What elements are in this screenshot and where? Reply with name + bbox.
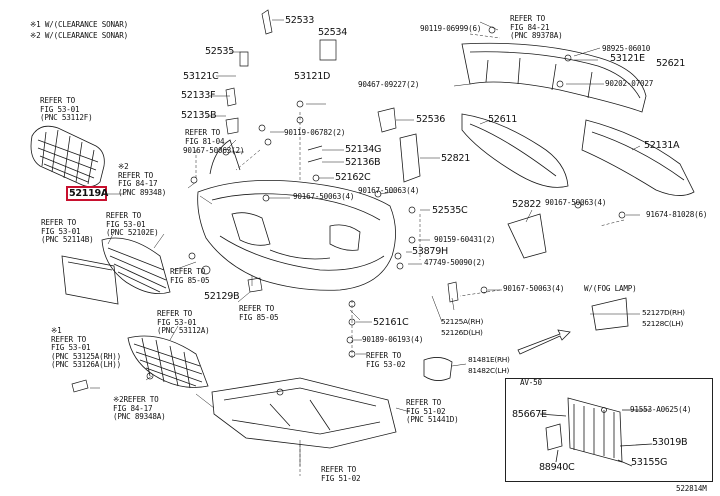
fasteners-drawing — [71, 9, 626, 396]
hw-90167-50063-4b[interactable]: 90167-50063(4) — [358, 186, 420, 195]
upper-grille-drawing — [30, 125, 105, 187]
highlight-box — [66, 186, 107, 201]
part-52126d[interactable]: 52126D(LH) — [441, 328, 483, 337]
part-53019b[interactable]: 53019B — [652, 437, 688, 448]
inset-drawing — [539, 397, 653, 467]
part-52535c[interactable]: 52535C — [432, 205, 468, 216]
hw-90202-07027[interactable]: 90202-07027 — [605, 79, 654, 88]
license-bracket-drawing — [61, 255, 119, 305]
part-81481e[interactable]: 81481E(RH) — [468, 355, 510, 364]
bumper-cover-drawing — [197, 139, 396, 291]
part-52133f[interactable]: 52133F — [181, 90, 216, 101]
fog-lamp-drawing — [423, 357, 453, 381]
part-52129b[interactable]: 52129B — [204, 291, 240, 302]
hw-47749-50090[interactable]: 47749-50090(2) — [424, 258, 486, 267]
part-52128c[interactable]: 52128C(LH) — [642, 319, 684, 328]
part-52127d[interactable]: 52127D(RH) — [642, 308, 685, 317]
engine-under-cover-drawing — [211, 377, 397, 449]
part-85667e[interactable]: 85667E — [512, 409, 547, 420]
hw-90167-50063-4a[interactable]: 90167-50063(4) — [293, 192, 355, 201]
part-88940c[interactable]: 88940C — [539, 462, 575, 473]
hw-90119-06782[interactable]: 90119-06782(2) — [284, 128, 346, 137]
fog-lamp-note: W/(FOG LAMP) — [584, 284, 637, 293]
part-53155g[interactable]: 53155G — [631, 457, 668, 468]
part-52621[interactable]: 52621 — [656, 58, 686, 69]
part-52611[interactable]: 52611 — [488, 114, 518, 125]
part-52131a[interactable]: 52131A — [644, 140, 680, 151]
dashed-leaders — [195, 33, 625, 476]
bracket-52821-drawing — [399, 133, 421, 183]
legend-note-2: ※2 W/(CLEARANCE SONAR) — [30, 31, 128, 40]
part-52533[interactable]: 52533 — [285, 15, 315, 26]
inset-frame — [505, 378, 713, 482]
part-52162c[interactable]: 52162C — [335, 172, 371, 183]
hw-90119-06999[interactable]: 90119-06999(6) — [420, 24, 482, 33]
hw-90159-60431[interactable]: 90159-60431(2) — [434, 235, 496, 244]
part-53121c[interactable]: 53121C — [183, 71, 219, 82]
hw-98925-06010[interactable]: 98925-06010 — [602, 44, 651, 53]
part-52536[interactable]: 52536 — [416, 114, 446, 125]
energy-absorber-drawing — [461, 42, 647, 113]
part-52119a[interactable]: 52119A — [69, 188, 109, 199]
bracket-52822-drawing — [507, 213, 547, 259]
part-52822[interactable]: 52822 — [512, 199, 542, 210]
part-52534[interactable]: 52534 — [318, 27, 348, 38]
part-52134g[interactable]: 52134G — [345, 144, 382, 155]
hw-90189-06193[interactable]: 90189-06193(4) — [362, 335, 424, 344]
part-53879h[interactable]: 53879H — [412, 246, 448, 257]
part-52535[interactable]: 52535 — [205, 46, 235, 57]
figure-id: 522814M — [676, 484, 707, 493]
part-81482c[interactable]: 81482C(LH) — [468, 366, 510, 375]
hw-90167-50063-4e[interactable]: 90167-50063(4) — [503, 284, 565, 293]
direction-arrow-drawing — [517, 329, 571, 355]
part-52821[interactable]: 52821 — [441, 153, 471, 164]
reinforcement-drawing — [581, 119, 695, 196]
fog-cover-drawing — [591, 297, 629, 331]
part-53121d[interactable]: 53121D — [294, 71, 331, 82]
inset-title: AV-50 — [520, 378, 542, 387]
hw-91674-81028[interactable]: 91674-81028(6) — [646, 210, 708, 219]
hw-90167-50063-2[interactable]: 90167-50063(2) — [183, 146, 245, 155]
part-52125a[interactable]: 52125A(RH) — [441, 317, 484, 326]
hw-90467-09227[interactable]: 90467-09227(2) — [358, 80, 420, 89]
part-52135b[interactable]: 52135B — [181, 110, 217, 121]
hw-90167-50063-4c[interactable]: 90167-50063(4) — [545, 198, 607, 207]
part-52136b[interactable]: 52136B — [345, 157, 381, 168]
hw-91553-a0625[interactable]: 91553-A0625(4) — [630, 405, 692, 414]
part-52161c[interactable]: 52161C — [373, 317, 409, 328]
part-53121e[interactable]: 53121E — [610, 53, 645, 64]
legend-note-1: ※1 W/(CLEARANCE SONAR) — [30, 20, 128, 29]
center-lower-grille-drawing — [127, 335, 209, 389]
side-grille-drawing — [461, 113, 569, 188]
